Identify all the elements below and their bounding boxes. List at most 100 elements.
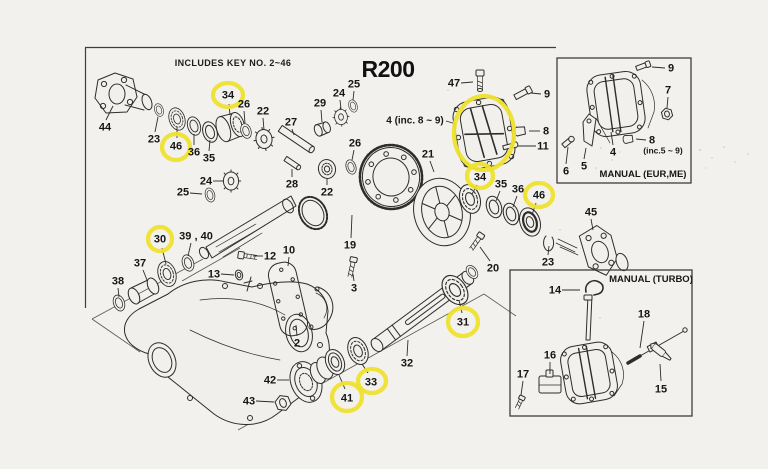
- washer-35b-drawing: [483, 193, 505, 221]
- leader-line-45: [590, 218, 594, 231]
- part-label-37: 37: [134, 258, 146, 270]
- part-label-23: 23: [542, 257, 554, 269]
- oring-23-drawing: [152, 102, 166, 118]
- leader-line-4: [610, 131, 614, 146]
- inset-turbo-drawing: [515, 279, 688, 410]
- leader-line-10: [287, 256, 290, 267]
- highlight-circle-46: [522, 180, 556, 210]
- fill-plug-bolt-drawing: [237, 250, 258, 260]
- leader-line-23: [154, 116, 159, 133]
- leader-lines-layer: [105, 66, 669, 403]
- part-label-16: 16: [544, 350, 556, 362]
- part-label-24: 24: [200, 176, 213, 188]
- leader-line-19: [350, 214, 353, 239]
- part-label-5: 5: [581, 161, 587, 173]
- leader-line-17: [520, 380, 524, 396]
- part-label-39 , 40: 39 , 40: [179, 231, 213, 243]
- part-label-32: 32: [401, 358, 413, 370]
- part-label-14: 14: [549, 285, 562, 297]
- part-label-41: 41: [341, 393, 353, 405]
- part-label-26: 26: [238, 99, 250, 111]
- leader-line-18: [639, 320, 645, 349]
- part-label-18: 18: [638, 309, 650, 321]
- part-label-28: 28: [286, 179, 298, 191]
- lock-nut-43-drawing: [274, 395, 292, 411]
- part-label-8: 8: [649, 135, 655, 147]
- bolt-9-drawing: [513, 85, 533, 101]
- pinion-shaft-27-drawing: [277, 124, 315, 154]
- leader-line-20: [479, 246, 491, 262]
- leader-line-38: [117, 287, 120, 298]
- part-label-35: 35: [495, 179, 507, 191]
- leader-line-24: [339, 99, 342, 110]
- leader-line-35: [208, 139, 211, 152]
- companion-flange-42-drawing: [289, 356, 334, 403]
- side-gear-22b-drawing: [317, 159, 337, 179]
- leader-line-27: [291, 128, 295, 136]
- leader-line-5: [583, 147, 587, 160]
- part-label-27: 27: [285, 117, 297, 129]
- switch-16-drawing: [538, 369, 562, 394]
- inset-box-turbo: [509, 269, 693, 417]
- oil-seal-41-drawing: [324, 348, 346, 376]
- pinion-gear-24b-drawing: [331, 106, 351, 128]
- bearing-cap-drawing: [308, 286, 334, 330]
- leader-line-25: [189, 192, 203, 195]
- part-label-22: 22: [321, 187, 333, 199]
- page-border-lines: [84, 46, 556, 308]
- highlight-circle-34: [464, 161, 496, 191]
- part-label-29: 29: [314, 98, 326, 110]
- leader-line-9: [651, 66, 666, 69]
- yellow-highlights-layer: [145, 80, 556, 414]
- leader-line-9: [530, 92, 542, 95]
- part-label-(inc.5 ~ 9): (inc.5 ~ 9): [643, 146, 683, 156]
- highlight-circle-41: [329, 380, 365, 414]
- ring-gear-drawing: [358, 143, 424, 211]
- part-label-33: 33: [365, 377, 377, 389]
- part-label-11: 11: [537, 141, 549, 153]
- mechanical-drawing-layer: [94, 60, 688, 425]
- washer-36-drawing: [184, 114, 204, 138]
- drive-pinion-drawing: [198, 195, 329, 260]
- leader-line-8: [635, 138, 647, 141]
- part-label-23: 23: [148, 134, 160, 146]
- leader-line-3: [352, 273, 355, 282]
- inset-eur-me-drawing: [561, 60, 674, 149]
- leader-line-25: [352, 90, 355, 101]
- part-label-35: 35: [203, 153, 215, 165]
- highlight-circle-46: [159, 131, 193, 163]
- part-label-10: 10: [283, 245, 295, 257]
- part-label-13: 13: [208, 269, 220, 281]
- part-label-25: 25: [177, 187, 189, 199]
- carrier-housing-drawing: [123, 276, 330, 425]
- includes-key-note: INCLUDES KEY NO. 2~46: [175, 58, 292, 68]
- lock-pin-28-drawing: [283, 155, 302, 171]
- part-label-46: 46: [533, 190, 545, 202]
- part-label-43: 43: [243, 396, 255, 408]
- leader-line-44: [105, 105, 114, 121]
- spacer-29-drawing: [313, 121, 331, 137]
- leader-line-29: [320, 109, 323, 123]
- washer-13-drawing: [234, 269, 244, 281]
- part-label-21: 21: [422, 149, 434, 161]
- rear-cover-highlight: [451, 93, 517, 173]
- part-label-30: 30: [154, 234, 166, 246]
- part-label-38: 38: [112, 276, 124, 288]
- leader-line-35: [495, 190, 501, 202]
- spacer-37-drawing: [127, 277, 160, 305]
- part-label-12: 12: [264, 251, 276, 263]
- leader-line-7: [666, 96, 669, 109]
- inset-box-eur-me: [556, 57, 692, 184]
- leader-line-36: [512, 195, 518, 208]
- rear-cover-drawing: [452, 96, 516, 170]
- leader-line-6: [565, 146, 569, 165]
- leader-line-15: [659, 363, 662, 382]
- part-label-36: 36: [188, 147, 200, 159]
- leader-line-47: [460, 81, 474, 84]
- inset-caption-turbo: MANUAL (TURBO): [609, 274, 693, 285]
- leader-line-23: [547, 245, 550, 256]
- page-title: R200: [362, 56, 415, 82]
- part-label-42: 42: [264, 375, 276, 387]
